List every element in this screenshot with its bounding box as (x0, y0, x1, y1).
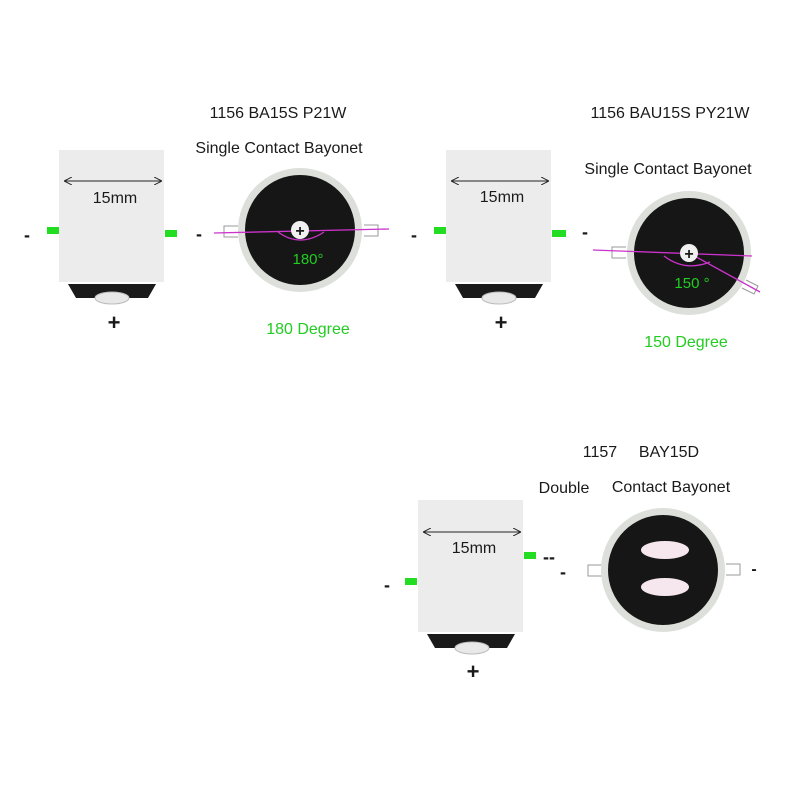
angle-value: 150 ° (674, 275, 709, 292)
socket-pin-right (726, 563, 741, 576)
minus-left: - (384, 575, 390, 595)
panel1-title: 1156 BA15S P21W (210, 105, 348, 122)
panel1-socket: + 180° (213, 168, 390, 292)
socket-face (608, 515, 718, 625)
base-contact-tip (481, 291, 517, 305)
width-label: 15mm (452, 540, 496, 557)
base-body (446, 150, 551, 282)
base-contact-tip (94, 291, 130, 305)
angle-value: 180° (292, 251, 323, 268)
angle-arc (277, 231, 325, 241)
panel1-bulb-base: 15mm - - + (24, 150, 202, 335)
degree-caption: 150 Degree (644, 334, 728, 351)
base-body (418, 500, 523, 632)
panel2-title: 1156 BAU15S PY21W (591, 105, 751, 122)
left-pin (405, 578, 417, 585)
minus-right: - (196, 224, 202, 244)
right-pin (524, 552, 536, 559)
minus-right: - (582, 222, 588, 242)
panel3-subtitle-contact: Contact Bayonet (612, 479, 731, 496)
panel3-title-code: BAY15D (639, 444, 699, 461)
panel2-bulb-base: 15mm - - + (411, 150, 588, 335)
left-pin (47, 227, 59, 234)
lower-contact (641, 578, 689, 596)
base-cap (427, 634, 515, 648)
panel1-subtitle: Single Contact Bayonet (195, 140, 363, 157)
socket-pin-left (611, 246, 626, 259)
plus-terminal: + (495, 310, 508, 335)
center-contact (680, 244, 698, 262)
center-mark: + (295, 223, 304, 240)
base-body (59, 150, 164, 282)
angle-line-horizontal (592, 249, 753, 257)
socket-pin-left (223, 225, 238, 238)
base-cap (68, 284, 156, 298)
left-pin (434, 227, 446, 234)
plus-terminal: + (108, 310, 121, 335)
socket-minus-left: - (560, 562, 566, 582)
panel3-socket: - - (560, 508, 757, 632)
upper-contact (641, 541, 689, 559)
base-contact-tip (454, 641, 490, 655)
minus-left: - (411, 225, 417, 245)
base-cap (455, 284, 543, 298)
panel-1156-bau15s: 1156 BAU15S PY21W Single Contact Bayonet… (411, 105, 761, 351)
socket-pin-right (364, 224, 379, 237)
panel-1156-ba15s: 1156 BA15S P21W Single Contact Bayonet 1… (24, 105, 390, 338)
minus-left: - (24, 225, 30, 245)
degree-caption: 180 Degree (266, 321, 350, 338)
minus-right: -- (543, 547, 555, 567)
panel2-socket: + 150 ° (592, 191, 761, 315)
width-label: 15mm (93, 190, 137, 207)
angle-arc (663, 255, 711, 267)
panel3-subtitle-double: Double (539, 480, 590, 497)
plus-terminal: + (467, 659, 480, 684)
panel-1157-bay15d: 1157 BAY15D Double Contact Bayonet 15mm … (384, 444, 757, 684)
panel3-title-number: 1157 (583, 444, 618, 461)
panel2-subtitle: Single Contact Bayonet (584, 161, 752, 178)
angle-line-diagonal (688, 252, 761, 293)
width-label: 15mm (480, 189, 524, 206)
center-contact (291, 221, 309, 239)
socket-minus-right: - (751, 561, 756, 578)
right-pin (165, 230, 177, 237)
panel3-bulb-base: 15mm - -- + (384, 500, 555, 684)
socket-pin-left (587, 564, 602, 577)
center-mark: + (684, 246, 693, 263)
right-pin (552, 230, 566, 237)
